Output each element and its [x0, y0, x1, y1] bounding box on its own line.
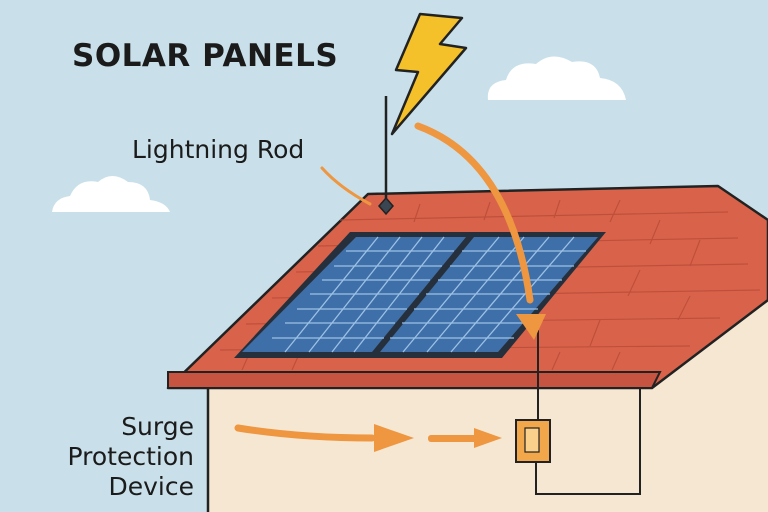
- surge-arrow: [234, 424, 502, 452]
- page-title: SOLAR PANELS: [72, 38, 339, 74]
- lightning-rod-label: Lightning Rod: [132, 135, 305, 164]
- lightning-path-arrow: [414, 122, 546, 340]
- surge-label-line-1: Surge: [121, 412, 194, 441]
- lightning-rod: [378, 96, 394, 216]
- ground-wire: [535, 330, 641, 495]
- surge-protection-device: [515, 419, 551, 463]
- surge-label-line-3: Device: [108, 472, 195, 501]
- rod-pointer-arrow: [320, 166, 372, 206]
- surge-protection-label: Surge Protection Device: [68, 412, 194, 502]
- surge-label-line-2: Protection: [67, 442, 194, 471]
- cloud-icon: [487, 56, 626, 100]
- cloud-icon: [52, 176, 170, 212]
- lightning-bolt-icon: [390, 12, 468, 136]
- solar-panel-array: [234, 232, 606, 358]
